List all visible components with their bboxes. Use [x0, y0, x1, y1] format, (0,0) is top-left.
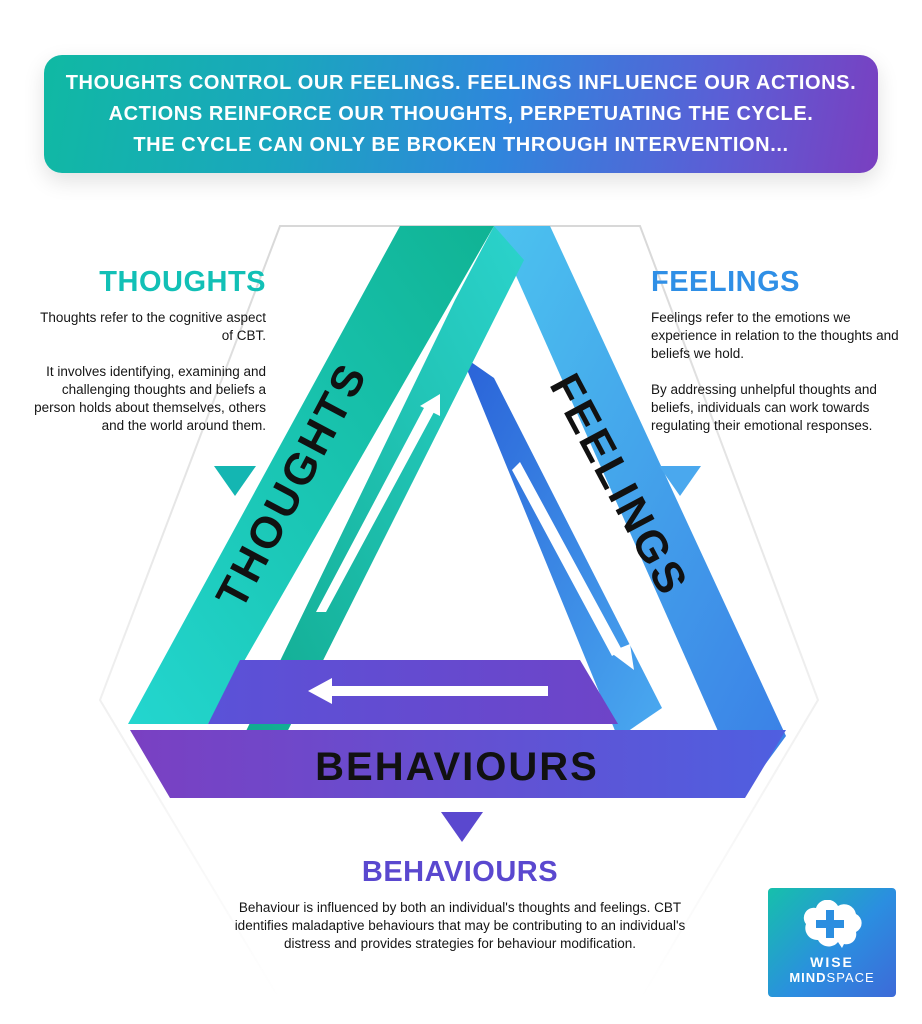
arrow-left-icon [308, 678, 548, 704]
wise-mindspace-logo[interactable]: WISE MINDSPACE [768, 888, 896, 997]
behaviours-paragraph-1: Behaviour is influenced by both an indiv… [234, 900, 686, 951]
background-hexagon [98, 225, 820, 1001]
behaviours-heading: BEHAVIOURS [361, 856, 559, 888]
arrow-down-icon [512, 462, 634, 670]
thoughts-paragraph-1: Thoughts refer to the cognitive aspect o… [40, 310, 266, 343]
feelings-heading: FEELINGS [651, 266, 801, 298]
behaviours-description: BEHAVIOURS Behaviour is influenced by bo… [230, 856, 690, 953]
logo-word-space: SPACE [826, 970, 875, 985]
feelings-paragraph-2: By addressing unhelpful thoughts and bel… [651, 382, 877, 433]
thoughts-pointer-icon [214, 466, 256, 496]
brain-cross-icon [803, 900, 862, 948]
behaviours-pointer-icon [441, 812, 483, 842]
thoughts-bar [128, 226, 494, 724]
feelings-bar [494, 226, 786, 792]
feelings-paragraph-1: Feelings refer to the emotions we experi… [651, 310, 899, 361]
thoughts-heading: THOUGHTS [99, 266, 266, 298]
behaviours-bar [130, 730, 786, 798]
arrow-up-icon [316, 394, 440, 612]
feelings-pointer-icon [659, 466, 701, 496]
thoughts-paragraph-2: It involves identifying, examining and c… [34, 364, 266, 433]
logo-word-mind: MIND [789, 970, 827, 985]
banner-line-1: THOUGHTS CONTROL OUR FEELINGS. FEELINGS … [65, 71, 857, 94]
triangle-label-behaviours: BEHAVIOURS [315, 745, 599, 789]
logo-word-mindspace: MINDSPACE [768, 970, 896, 985]
logo-word-wise: WISE [810, 954, 854, 970]
intro-banner: THOUGHTS CONTROL OUR FEELINGS. FEELINGS … [44, 55, 878, 173]
thoughts-description: THOUGHTS Thoughts refer to the cognitive… [26, 266, 266, 435]
banner-line-2: ACTIONS REINFORCE OUR THOUGHTS, PERPETUA… [108, 102, 814, 125]
banner-line-3: THE CYCLE CAN ONLY BE BROKEN THROUGH INT… [133, 133, 789, 156]
feelings-description: FEELINGS Feelings refer to the emotions … [651, 266, 901, 435]
